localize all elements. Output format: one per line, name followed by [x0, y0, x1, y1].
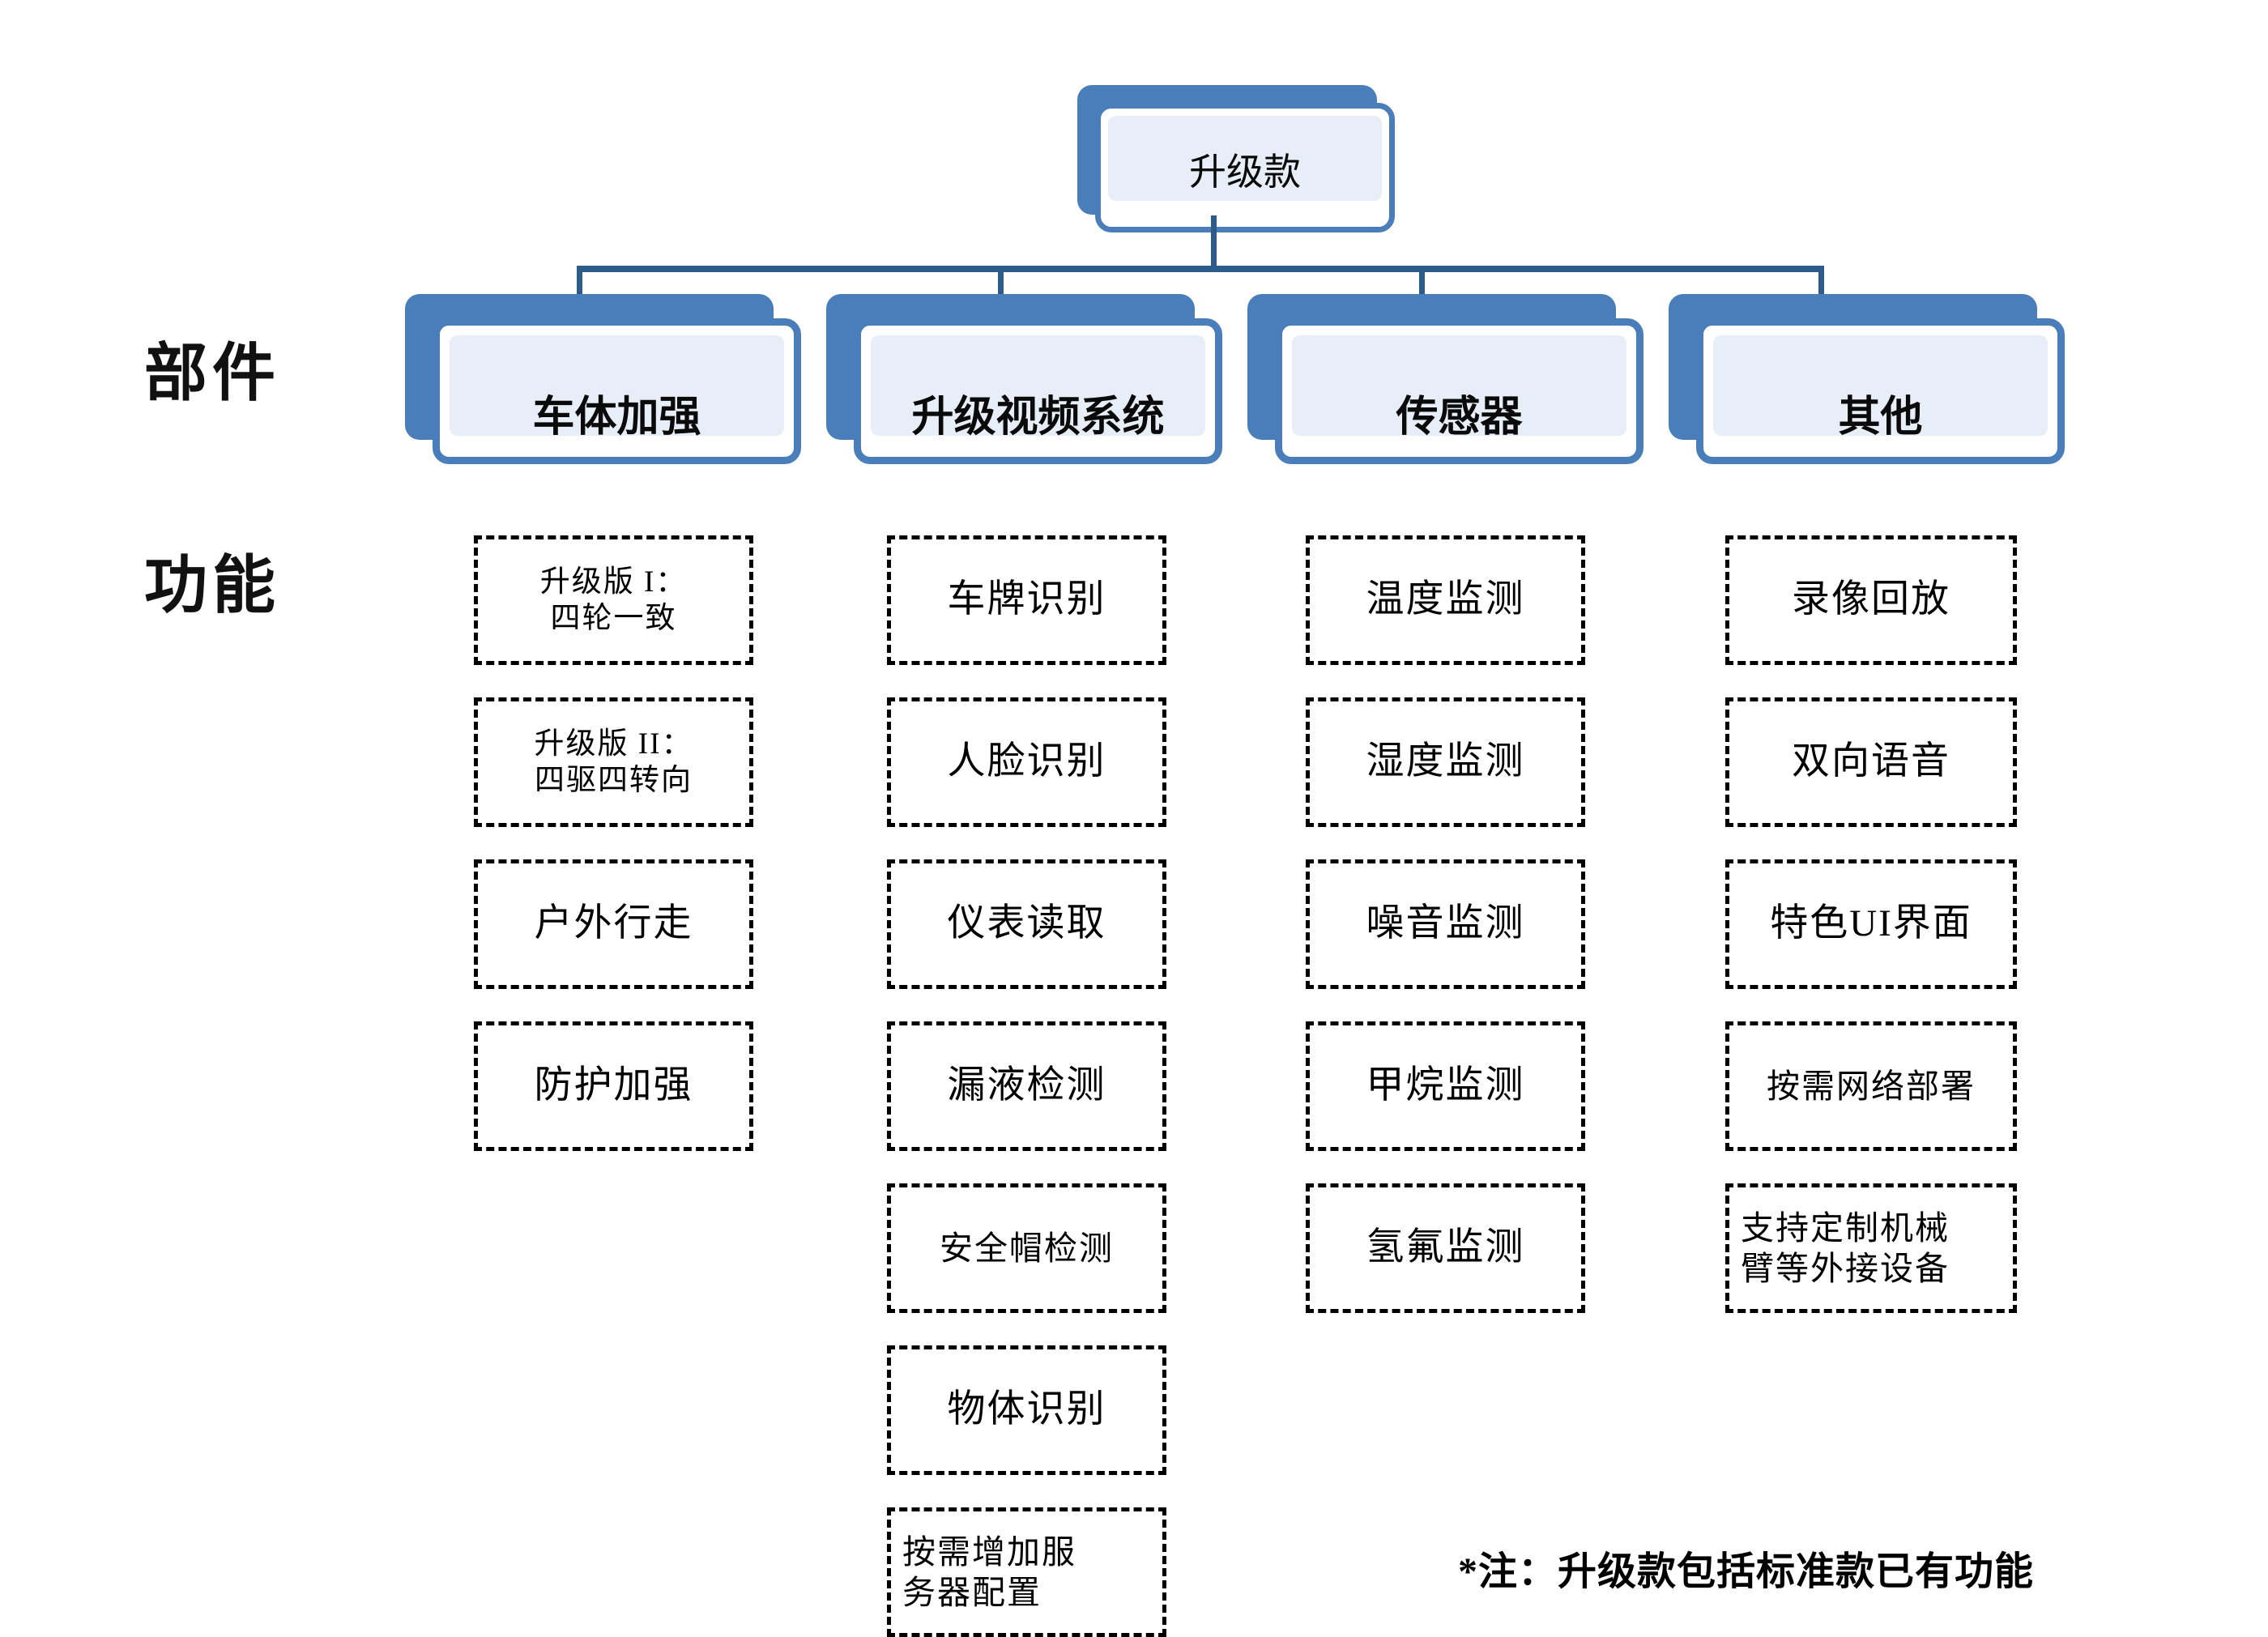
function-box-label: 升级版 I： 四轮一致: [539, 565, 688, 635]
root-node-front-layer: 升级款: [1095, 103, 1395, 232]
category-node-body-reinforcement[interactable]: 车体加强: [405, 294, 801, 464]
category-node-label: 传感器: [1396, 394, 1523, 441]
function-box-label: 录像回放: [1792, 578, 1950, 621]
connector-drop-others: [1818, 267, 1824, 295]
function-box[interactable]: 支持定制机械 臂等外接设备: [1725, 1183, 2017, 1313]
function-box-label: 支持定制机械 臂等外接设备: [1741, 1209, 1950, 1287]
category-node-others[interactable]: 其他: [1669, 294, 2065, 464]
function-box-label: 按需网络部署: [1767, 1067, 1976, 1105]
function-box[interactable]: 物体识别: [887, 1345, 1166, 1475]
function-box-label: 户外行走: [534, 902, 693, 945]
row-label-functions: 功能: [144, 550, 281, 620]
function-box[interactable]: 防护加强: [474, 1021, 753, 1151]
function-box[interactable]: 按需网络部署: [1725, 1021, 2017, 1151]
function-box[interactable]: 漏液检测: [887, 1021, 1166, 1151]
category-node-inner-fill: [450, 335, 784, 436]
function-box[interactable]: 湿度监测: [1306, 697, 1585, 827]
function-box[interactable]: 按需增加服 务器配置: [887, 1507, 1166, 1637]
function-box[interactable]: 双向语音: [1725, 697, 2017, 827]
footnote-text: *注：升级款包括标准款已有功能: [1458, 1550, 2035, 1593]
function-box[interactable]: 车牌识别: [887, 535, 1166, 665]
category-node-label: 车体加强: [532, 394, 701, 441]
function-box[interactable]: 人脸识别: [887, 697, 1166, 827]
root-node-upgraded-model[interactable]: 升级款: [1077, 85, 1395, 232]
category-node-inner-fill: [871, 335, 1205, 436]
category-node-front-layer: 升级视频系统: [854, 318, 1222, 464]
function-box[interactable]: 升级版 I： 四轮一致: [474, 535, 753, 665]
function-box-label: 安全帽检测: [940, 1229, 1114, 1267]
connector-drop-sensors: [1419, 267, 1425, 295]
function-box-label: 车牌识别: [947, 578, 1106, 621]
function-box-label: 物体识别: [947, 1388, 1106, 1431]
connector-drop-video-system: [998, 267, 1004, 295]
function-box-label: 仪表读取: [947, 902, 1106, 945]
category-node-front-layer: 车体加强: [433, 318, 801, 464]
connector-drop-body-reinforcement: [577, 267, 582, 295]
function-box[interactable]: 特色UI界面: [1725, 859, 2017, 989]
function-box[interactable]: 录像回放: [1725, 535, 2017, 665]
function-box-label: 特色UI界面: [1770, 902, 1972, 945]
function-box-label: 双向语音: [1792, 740, 1950, 783]
function-box-label: 升级版 II： 四驱四转向: [534, 727, 693, 797]
function-box[interactable]: 安全帽检测: [887, 1183, 1166, 1313]
root-node-inner-fill: [1108, 116, 1382, 201]
category-node-inner-fill: [1713, 335, 2048, 436]
function-box-label: 甲烷监测: [1366, 1064, 1525, 1107]
category-node-upgraded-video-system[interactable]: 升级视频系统: [826, 294, 1222, 464]
function-box[interactable]: 升级版 II： 四驱四转向: [474, 697, 753, 827]
row-label-parts: 部件: [144, 338, 281, 408]
function-box-label: 温度监测: [1366, 578, 1525, 621]
function-box[interactable]: 甲烷监测: [1306, 1021, 1585, 1151]
function-box-label: 噪音监测: [1366, 902, 1525, 945]
function-box[interactable]: 氢氟监测: [1306, 1183, 1585, 1313]
category-node-front-layer: 传感器: [1275, 318, 1643, 464]
category-node-label: 其他: [1838, 394, 1923, 441]
function-box[interactable]: 户外行走: [474, 859, 753, 989]
category-node-front-layer: 其他: [1696, 318, 2065, 464]
function-box-label: 湿度监测: [1366, 740, 1525, 783]
function-box-label: 漏液检测: [947, 1064, 1106, 1107]
category-node-label: 升级视频系统: [911, 394, 1165, 441]
category-node-inner-fill: [1292, 335, 1626, 436]
function-box[interactable]: 噪音监测: [1306, 859, 1585, 989]
function-box[interactable]: 仪表读取: [887, 859, 1166, 989]
connector-horizontal-bar: [577, 266, 1824, 272]
function-box-label: 人脸识别: [947, 740, 1106, 783]
root-node-label: 升级款: [1189, 151, 1301, 193]
function-box[interactable]: 温度监测: [1306, 535, 1585, 665]
category-node-sensors[interactable]: 传感器: [1247, 294, 1643, 464]
function-box-label: 防护加强: [534, 1064, 693, 1107]
function-box-label: 氢氟监测: [1366, 1226, 1525, 1269]
connector-root-stem: [1211, 215, 1217, 269]
function-box-label: 按需增加服 务器配置: [902, 1533, 1076, 1611]
